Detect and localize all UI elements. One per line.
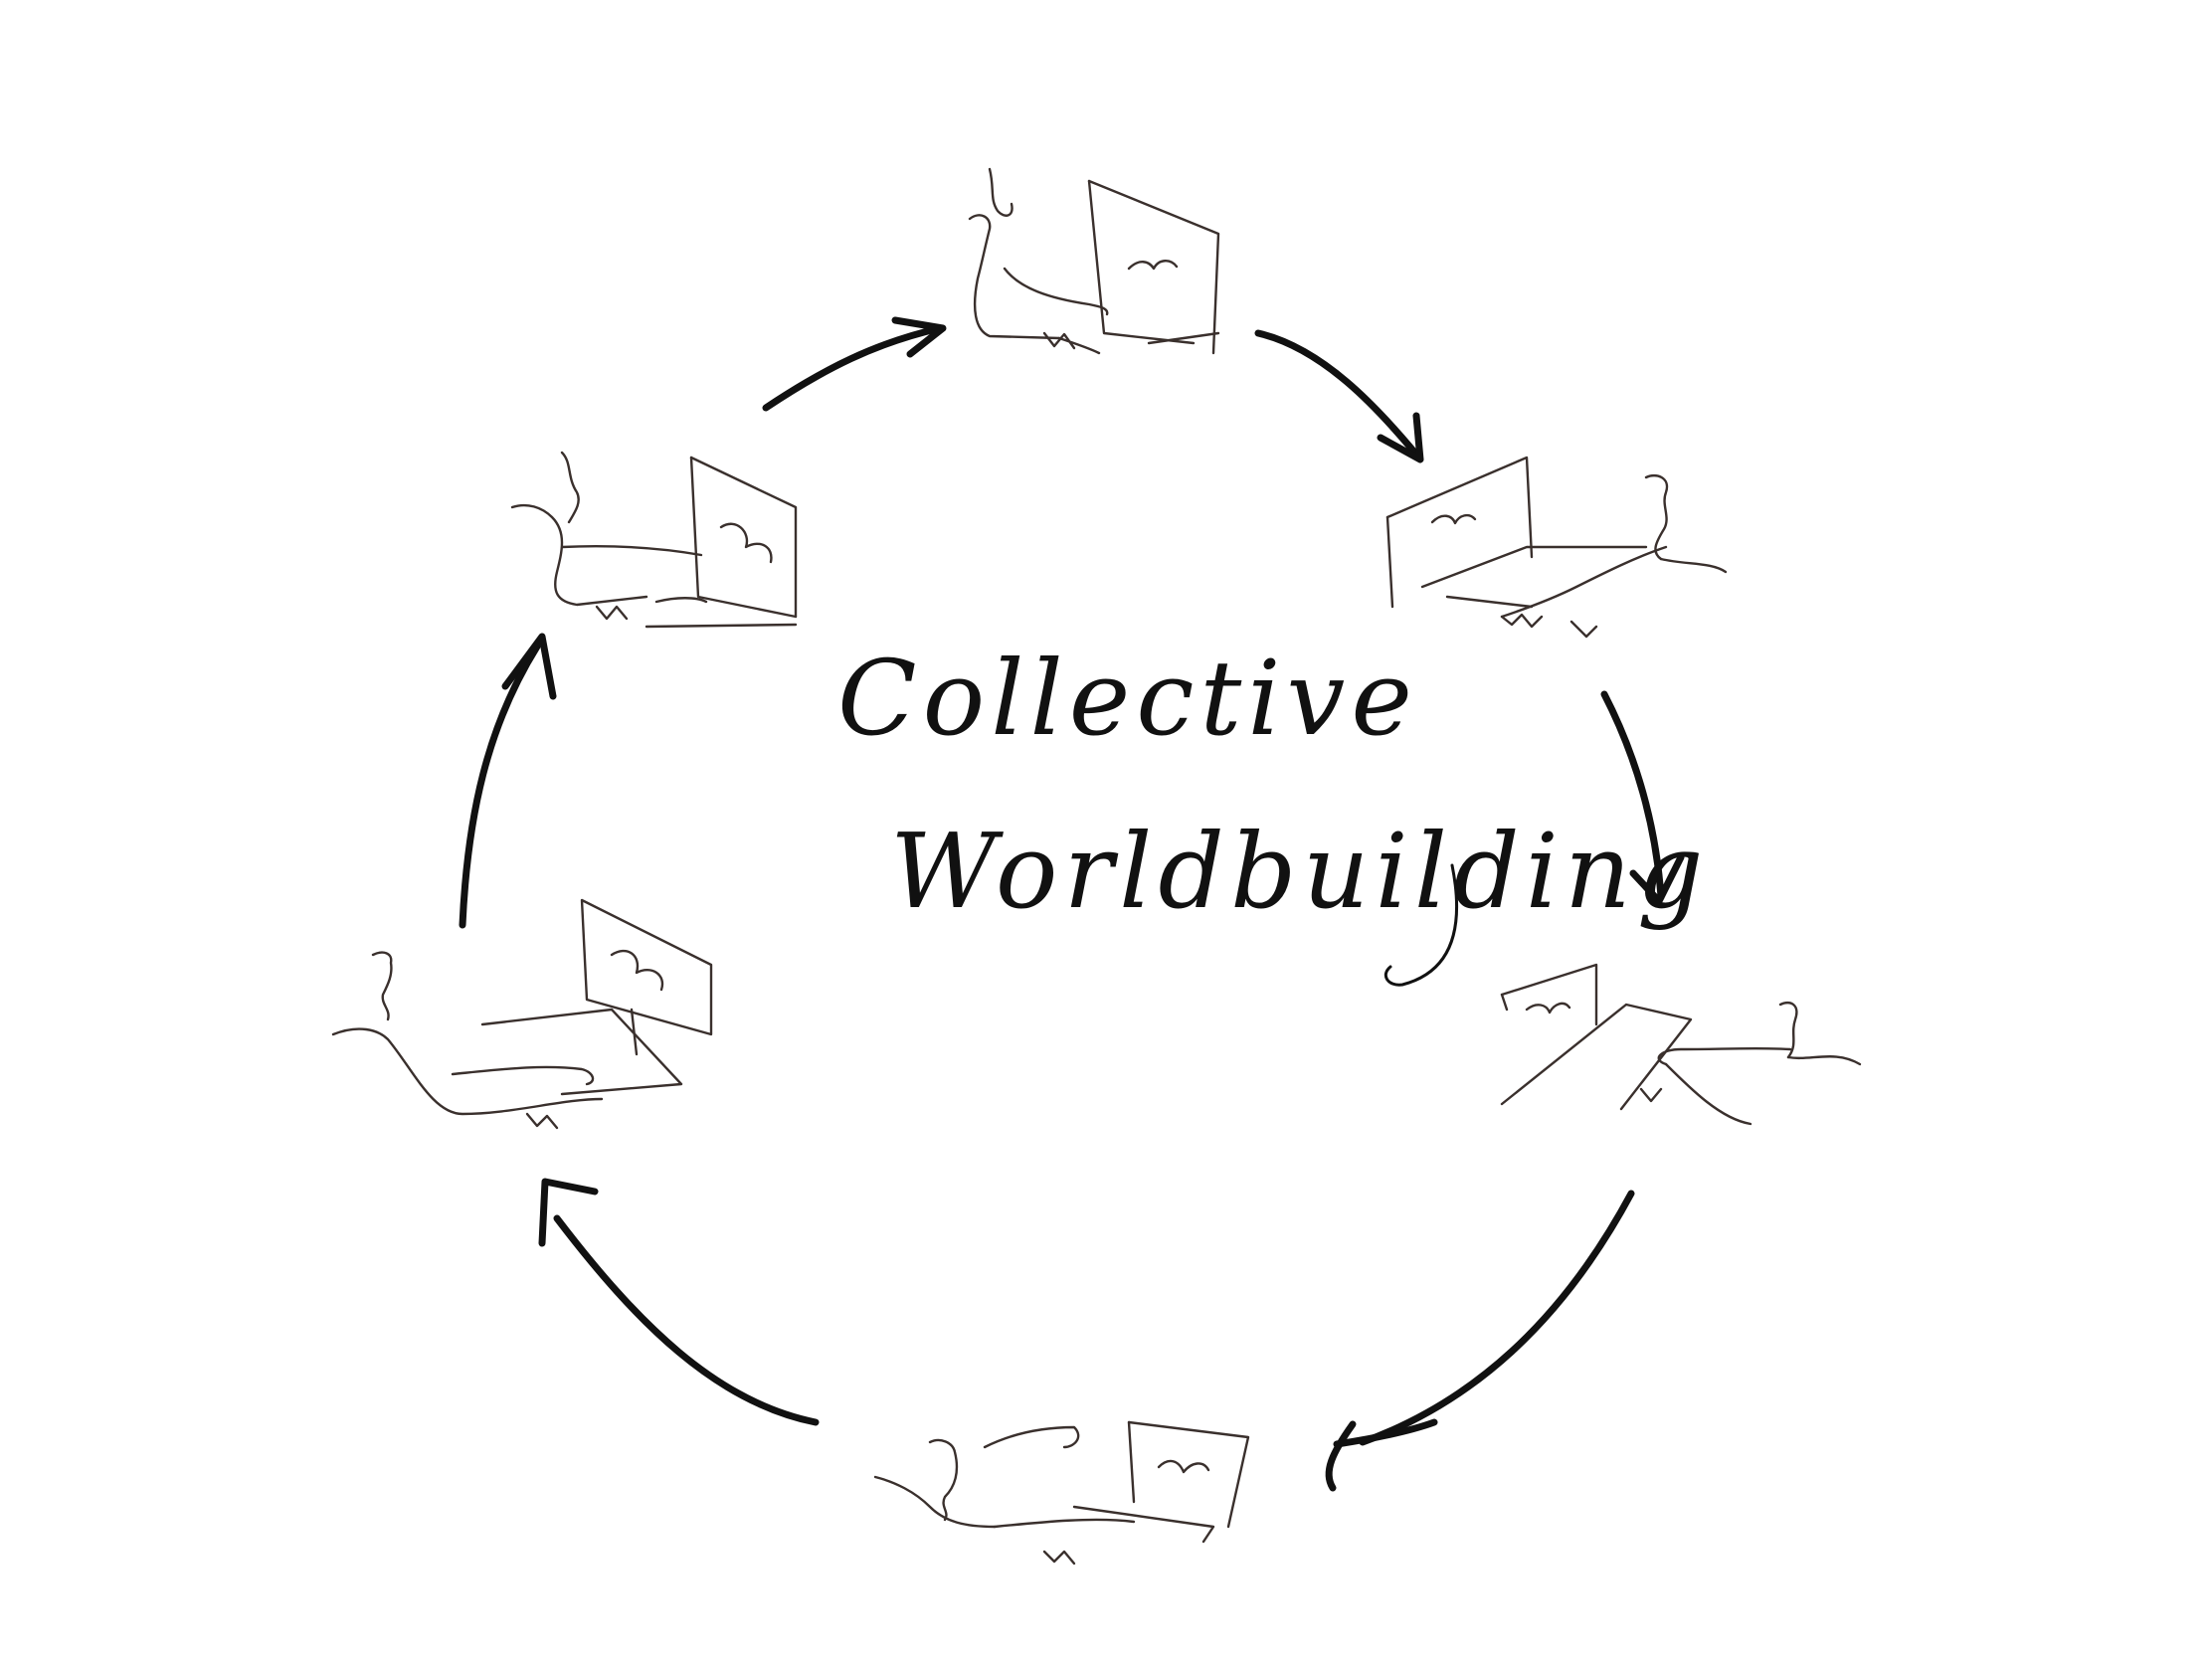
person-at-laptop-sketch-icon xyxy=(1500,963,1862,1126)
person-at-laptop-sketch-icon xyxy=(510,451,798,629)
title-line-1: Collective xyxy=(837,638,1418,759)
arrow-lower-left-to-upper-left xyxy=(459,633,557,929)
arrow-lower-right-to-bottom xyxy=(1325,1190,1635,1492)
arrow-bottom-to-lower-left xyxy=(538,1178,820,1426)
person-at-laptop-sketch-icon xyxy=(1385,456,1728,639)
title-line-2: Worldbuilding xyxy=(890,811,1709,932)
person-at-laptop-sketch-icon xyxy=(968,167,1220,355)
arrow-upper-left-to-top xyxy=(762,316,947,412)
person-at-monitor-sketch-icon xyxy=(331,898,713,1130)
arrow-top-to-upper-right xyxy=(1254,329,1424,463)
title-descender-flourish xyxy=(1383,863,1459,987)
person-at-laptop-sketch-icon xyxy=(873,1420,1250,1566)
arrow-upper-right-to-lower-right xyxy=(1600,690,1685,905)
